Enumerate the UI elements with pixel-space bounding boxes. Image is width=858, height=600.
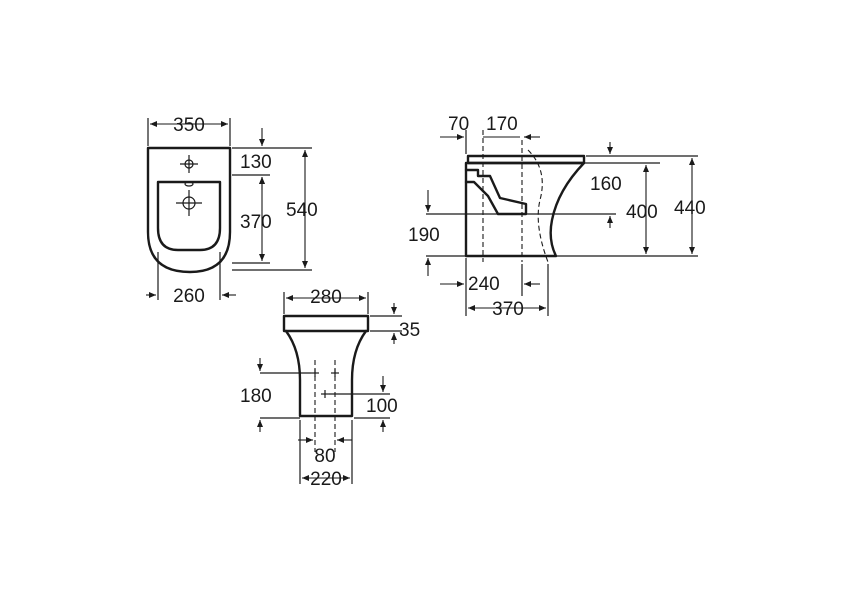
side-view-body	[464, 161, 586, 258]
dim-side-total-depth: 370	[492, 299, 524, 320]
front-view: 350 260 540 130 370	[146, 115, 318, 307]
front-overflow	[184, 181, 194, 187]
side-view-trap	[464, 168, 528, 216]
dim-side-tap-from-wall: 70	[448, 114, 469, 135]
dim-rear-width-top: 280	[310, 287, 342, 308]
dim-rear-fixing-spacing: 80	[314, 446, 335, 467]
dim-side-outlet-height: 190	[408, 225, 440, 246]
dim-front-tap-offset: 130	[240, 152, 272, 173]
front-view-bowl	[156, 180, 222, 252]
dim-front-width-top: 350	[173, 115, 205, 136]
dim-side-rim-depth: 160	[590, 174, 622, 195]
rear-waste-point	[321, 390, 329, 398]
dim-rear-rim-height: 35	[399, 320, 420, 341]
dim-rear-waste-height: 100	[366, 396, 398, 417]
side-view: 70 170 160 400 440 190 240 370	[408, 114, 706, 320]
dim-front-width-bottom: 260	[173, 286, 205, 307]
dim-rear-fixing-height: 180	[240, 386, 272, 407]
dim-side-height-body: 400	[626, 202, 658, 223]
dim-rear-base-width: 220	[310, 469, 342, 490]
dim-side-height-total: 440	[674, 198, 706, 219]
rear-view: 280 35 180 100 80 220	[240, 287, 420, 490]
rear-view-rim	[282, 314, 370, 333]
rear-view-body	[284, 329, 368, 418]
dim-front-height-total: 540	[286, 200, 318, 221]
dim-front-waste-offset: 370	[240, 212, 272, 233]
dim-side-base-depth: 240	[468, 274, 500, 295]
dim-side-waste-from-tap: 170	[486, 114, 518, 135]
front-view-outline	[146, 146, 232, 274]
